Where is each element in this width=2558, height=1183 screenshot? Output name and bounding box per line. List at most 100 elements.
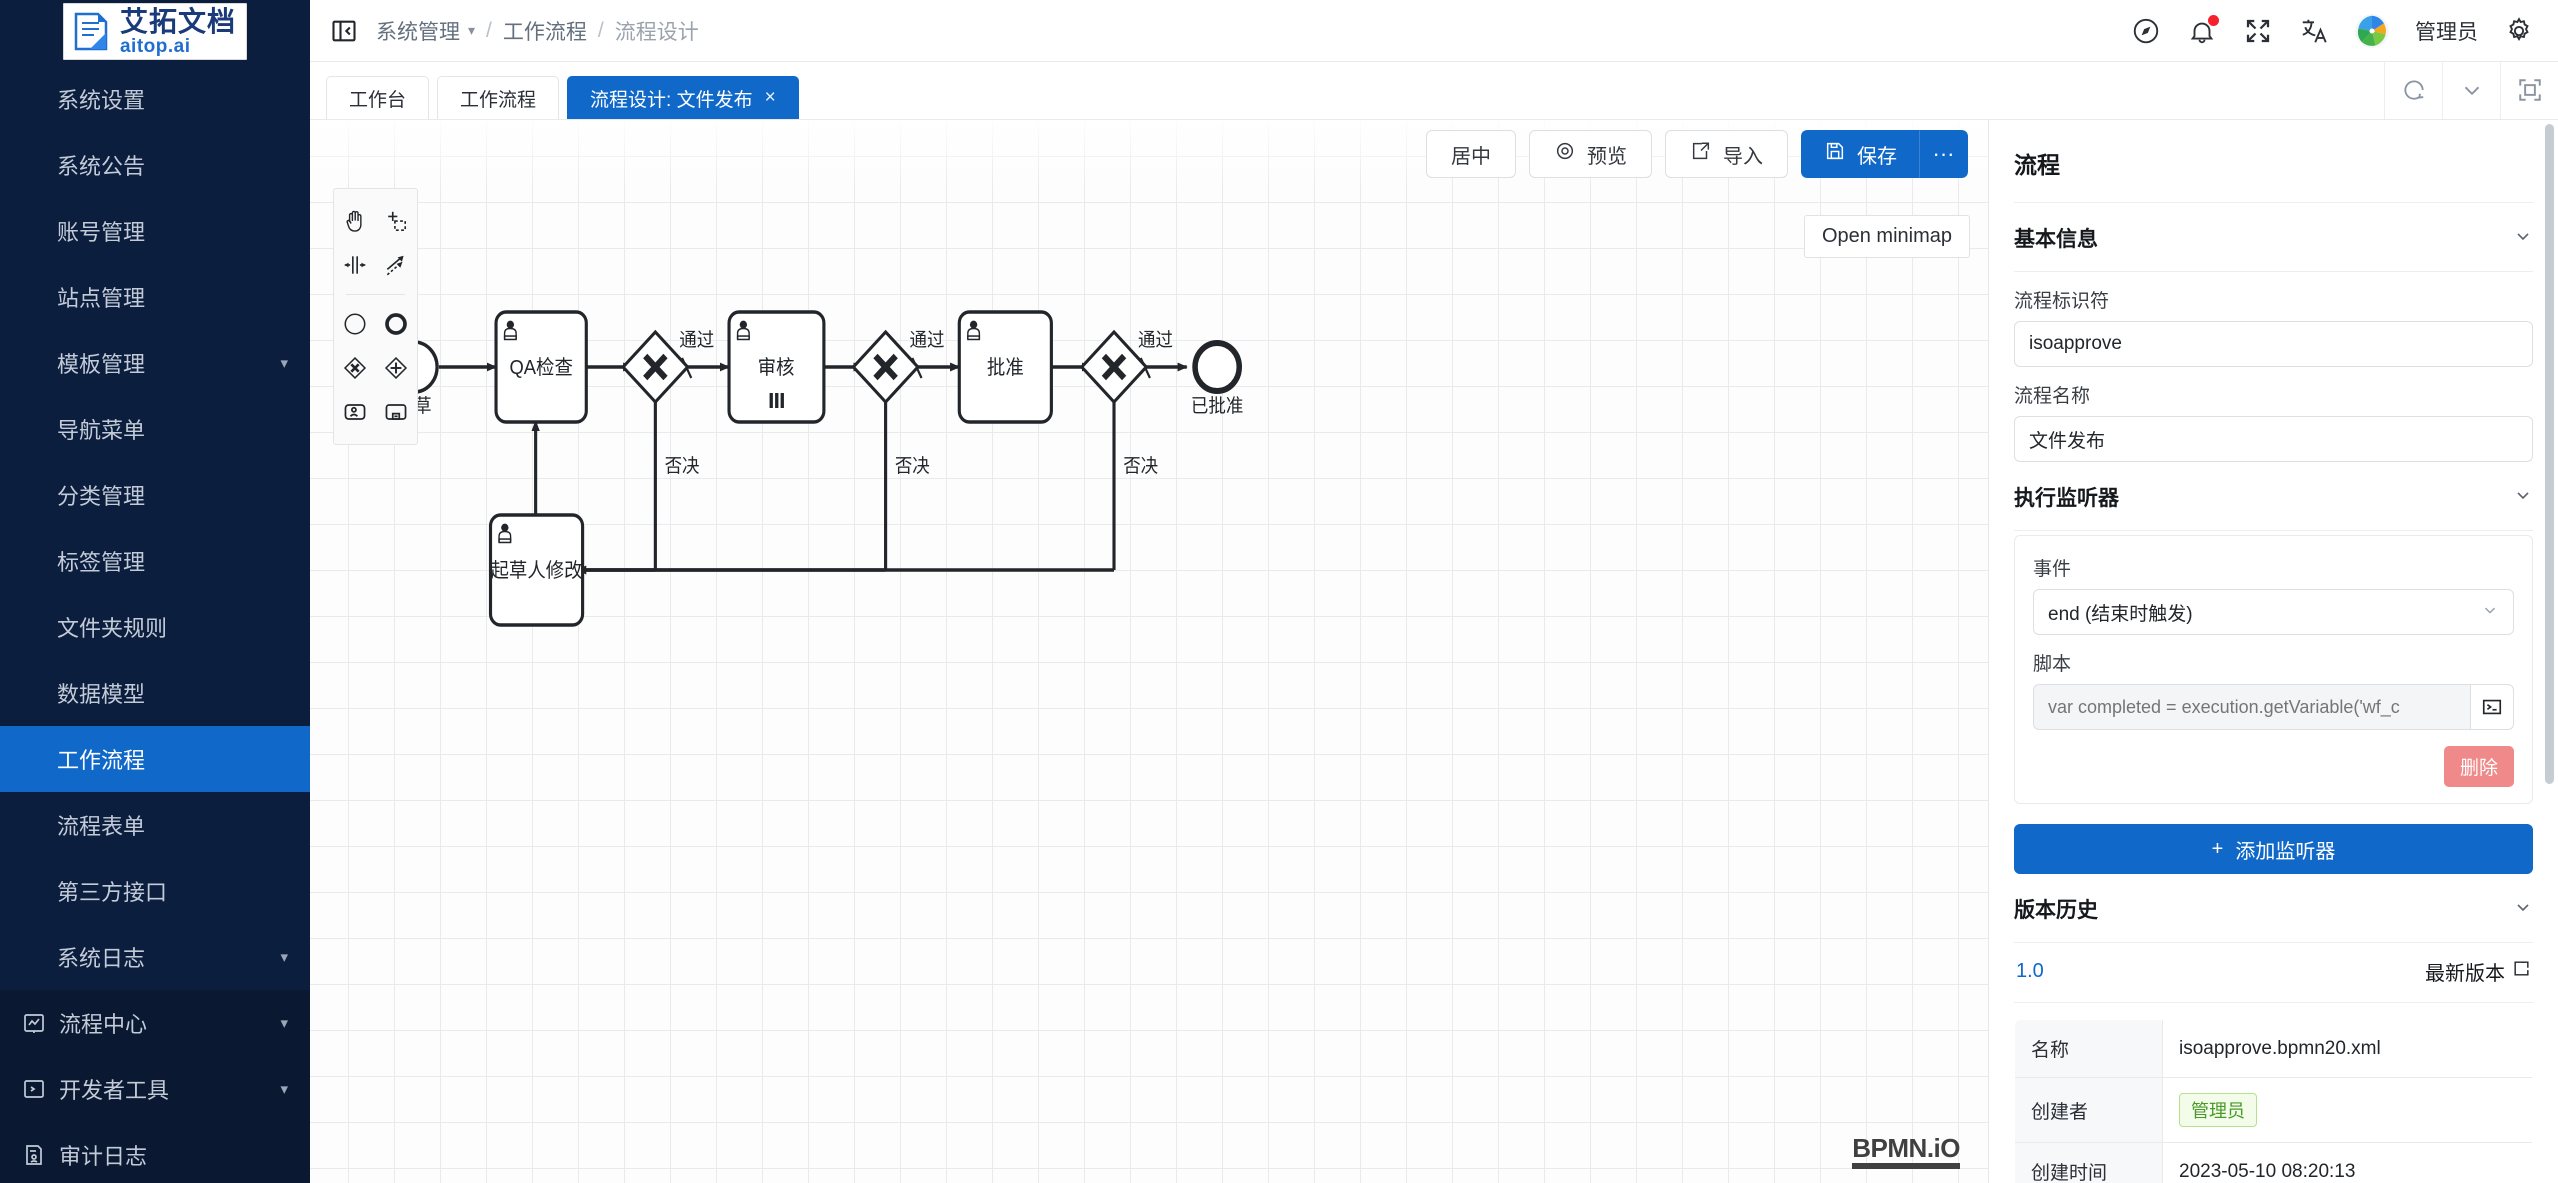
breadcrumb-item-0[interactable]: 系统管理 bbox=[376, 16, 460, 46]
breadcrumb-separator: / bbox=[598, 19, 604, 43]
sidebar-item-system-announcement[interactable]: 系统公告 bbox=[0, 132, 310, 198]
sidebar-item-label: 账号管理 bbox=[57, 215, 145, 247]
sidebar-item-category-management[interactable]: 分类管理 bbox=[0, 462, 310, 528]
sidebar-item-site-management[interactable]: 站点管理 bbox=[0, 264, 310, 330]
bpmn-canvas[interactable]: 居中 预览 bbox=[310, 120, 1988, 1183]
center-button[interactable]: 居中 bbox=[1426, 130, 1516, 178]
sidebar-item-audit-log[interactable]: 审计日志 bbox=[0, 1122, 310, 1183]
bpmn-io-watermark[interactable]: BPMN.iO bbox=[1852, 1135, 1960, 1169]
sidebar-item-navigation-menu[interactable]: 导航菜单 bbox=[0, 396, 310, 462]
sidebar-item-system-settings[interactable]: 系统设置 bbox=[0, 66, 310, 132]
delete-listener-button[interactable]: 删除 bbox=[2444, 746, 2514, 787]
sidebar-item-folder-rules[interactable]: 文件夹规则 bbox=[0, 594, 310, 660]
sidebar-item-data-model[interactable]: 数据模型 bbox=[0, 660, 310, 726]
bpmn-label-rework: 起草人修改 bbox=[491, 559, 583, 582]
sidebar-item-developer-tools[interactable]: 开发者工具 ▾ bbox=[0, 1056, 310, 1122]
bpmn-edge-label-pass-3: 通过 bbox=[1138, 328, 1173, 350]
logo[interactable]: 艾拓文档 aitop.ai bbox=[0, 0, 310, 62]
section-version-history-header[interactable]: 版本历史 bbox=[2014, 874, 2533, 942]
sidebar-item-process-center[interactable]: 流程中心 ▾ bbox=[0, 990, 310, 1056]
process-name-input[interactable]: 文件发布 bbox=[2014, 416, 2533, 462]
properties-scrollbar[interactable] bbox=[2547, 120, 2556, 1183]
user-name[interactable]: 管理员 bbox=[2415, 16, 2478, 46]
collapse-sidebar-icon[interactable] bbox=[330, 17, 358, 45]
bpmn-node-gateway-3[interactable] bbox=[1082, 332, 1146, 402]
properties-title: 流程 bbox=[2014, 120, 2533, 202]
version-detail-table: 名称 isoapprove.bpmn20.xml 创建者 管理员 创建时间 20… bbox=[2014, 1019, 2533, 1183]
gear-icon[interactable] bbox=[2504, 16, 2534, 46]
tab-workflow[interactable]: 工作流程 bbox=[437, 76, 559, 119]
listener-event-select[interactable]: end (结束时触发) bbox=[2033, 589, 2514, 635]
bell-icon[interactable] bbox=[2187, 16, 2217, 46]
subprocess-icon[interactable] bbox=[376, 390, 418, 434]
chevron-down-icon[interactable]: ▾ bbox=[468, 22, 475, 39]
hand-tool-icon[interactable] bbox=[334, 199, 376, 243]
terminal-icon[interactable] bbox=[2470, 684, 2514, 730]
lasso-tool-icon[interactable] bbox=[376, 199, 418, 243]
properties-scrollbar-thumb[interactable] bbox=[2545, 124, 2554, 784]
exclusive-gateway-icon[interactable] bbox=[334, 346, 376, 390]
preview-button[interactable]: 预览 bbox=[1529, 130, 1652, 178]
sidebar-item-account-management[interactable]: 账号管理 bbox=[0, 198, 310, 264]
sidebar-item-label: 开发者工具 bbox=[59, 1073, 169, 1105]
compass-icon[interactable] bbox=[2131, 16, 2161, 46]
tab-process-design[interactable]: 流程设计: 文件发布 × bbox=[567, 76, 799, 119]
bpmn-node-end[interactable] bbox=[1195, 343, 1239, 391]
table-row: 创建者 管理员 bbox=[2015, 1078, 2533, 1143]
latest-version-link[interactable]: 最新版本 bbox=[2425, 957, 2531, 986]
refresh-icon[interactable] bbox=[2384, 61, 2442, 119]
end-event-icon[interactable] bbox=[376, 302, 418, 346]
chevron-down-icon[interactable] bbox=[2442, 61, 2500, 119]
fullscreen-icon[interactable] bbox=[2243, 16, 2273, 46]
user-task-icon[interactable] bbox=[334, 390, 376, 434]
listener-actions: 删除 bbox=[2033, 746, 2514, 787]
start-event-icon[interactable] bbox=[334, 302, 376, 346]
version-number[interactable]: 1.0 bbox=[2016, 960, 2044, 983]
sidebar-item-label: 模板管理 bbox=[57, 347, 145, 379]
chevron-down-icon[interactable] bbox=[2513, 897, 2533, 922]
breadcrumb-item-1[interactable]: 工作流程 bbox=[503, 16, 587, 46]
add-listener-button[interactable]: + 添加监听器 bbox=[2014, 824, 2533, 874]
sidebar: 艾拓文档 aitop.ai 系统设置 系统公告 账号管理 站点管理 模板管理 ▾ bbox=[0, 0, 310, 1183]
space-tool-icon[interactable] bbox=[334, 243, 376, 287]
document-logo-icon bbox=[72, 11, 113, 52]
import-icon bbox=[1690, 140, 1712, 168]
sidebar-item-label: 工作流程 bbox=[57, 743, 145, 775]
tab-workbench[interactable]: 工作台 bbox=[326, 76, 429, 119]
sidebar-item-process-form[interactable]: 流程表单 bbox=[0, 792, 310, 858]
parallel-gateway-icon[interactable] bbox=[376, 346, 418, 390]
save-button[interactable]: 保存 bbox=[1801, 130, 1920, 178]
import-button[interactable]: 导入 bbox=[1665, 130, 1788, 178]
notification-badge bbox=[2208, 15, 2219, 26]
row-key: 名称 bbox=[2015, 1020, 2163, 1078]
save-icon bbox=[1824, 140, 1846, 168]
process-key-input[interactable]: isoapprove bbox=[2014, 321, 2533, 367]
tab-bar-actions bbox=[2384, 61, 2558, 119]
properties-panel: 流程 基本信息 流程标识符 isoapprove 流程 bbox=[1988, 120, 2558, 1183]
latest-version-label: 最新版本 bbox=[2425, 957, 2505, 986]
sidebar-item-label: 流程中心 bbox=[59, 1007, 147, 1039]
fullscreen-content-icon[interactable] bbox=[2500, 61, 2558, 119]
sidebar-item-tag-management[interactable]: 标签管理 bbox=[0, 528, 310, 594]
avatar[interactable] bbox=[2355, 14, 2389, 48]
chevron-down-icon[interactable] bbox=[2513, 485, 2533, 510]
bpmn-node-gateway-1[interactable] bbox=[623, 332, 687, 402]
close-icon[interactable]: × bbox=[765, 87, 776, 109]
section-basic-info-header[interactable]: 基本信息 bbox=[2014, 203, 2533, 271]
translate-icon[interactable] bbox=[2299, 16, 2329, 46]
row-value: isoapprove.bpmn20.xml bbox=[2163, 1020, 2533, 1078]
bpmn-node-gateway-2[interactable] bbox=[853, 332, 917, 402]
sidebar-item-third-party-api[interactable]: 第三方接口 bbox=[0, 858, 310, 924]
sidebar-item-label: 分类管理 bbox=[57, 479, 145, 511]
listener-script-input[interactable] bbox=[2033, 684, 2470, 730]
connect-tool-icon[interactable] bbox=[376, 243, 418, 287]
save-more-button[interactable]: ··· bbox=[1920, 130, 1968, 178]
chevron-down-icon[interactable] bbox=[2513, 226, 2533, 251]
save-label: 保存 bbox=[1857, 140, 1897, 169]
sidebar-item-workflow[interactable]: 工作流程 bbox=[0, 726, 310, 792]
sidebar-item-system-log[interactable]: 系统日志 ▾ bbox=[0, 924, 310, 990]
process-center-icon bbox=[22, 1011, 46, 1035]
section-listeners-header[interactable]: 执行监听器 bbox=[2014, 462, 2533, 530]
open-minimap-button[interactable]: Open minimap bbox=[1804, 215, 1970, 258]
sidebar-item-template-management[interactable]: 模板管理 ▾ bbox=[0, 330, 310, 396]
